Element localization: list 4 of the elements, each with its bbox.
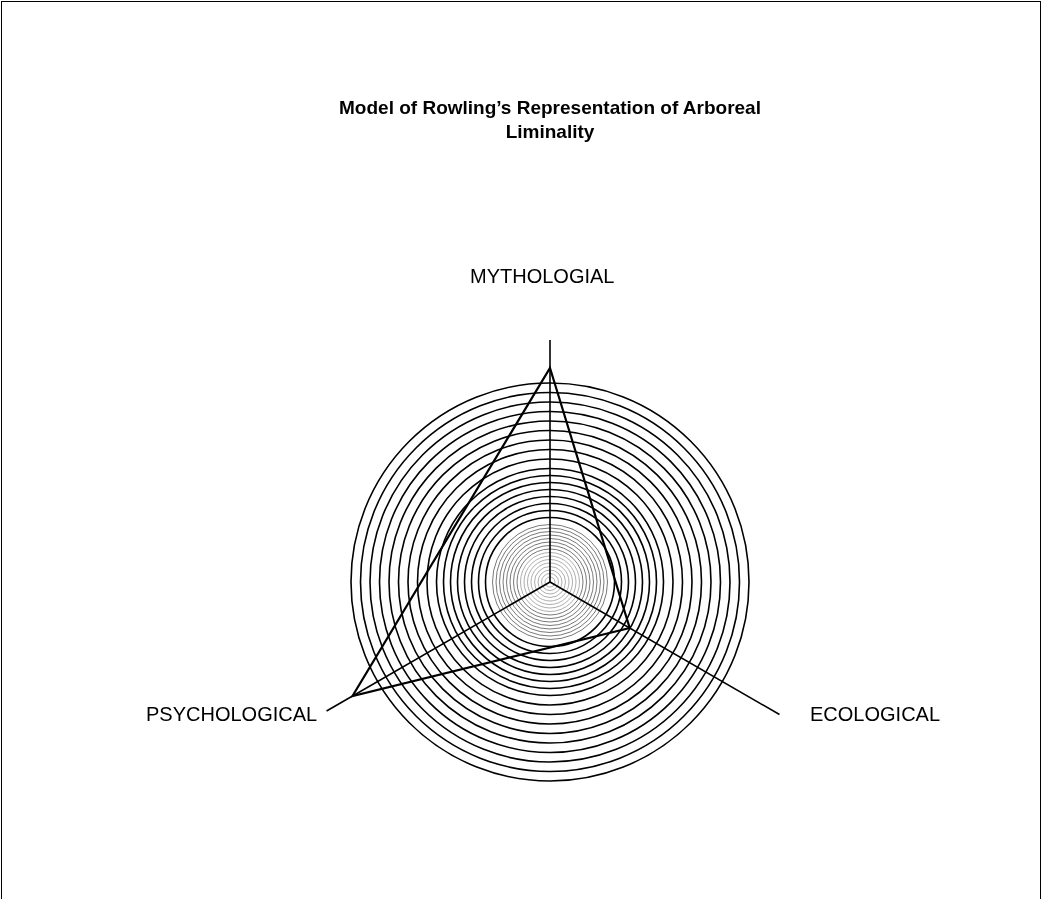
axis-label: PSYCHOLOGICAL <box>146 703 318 726</box>
axis-label: ECOLOGICAL <box>810 703 941 726</box>
chart-title: Model of Rowling’s Representation of Arboreal Liminality <box>338 96 762 144</box>
axis-label: MYTHOLOGIAL <box>470 265 615 288</box>
